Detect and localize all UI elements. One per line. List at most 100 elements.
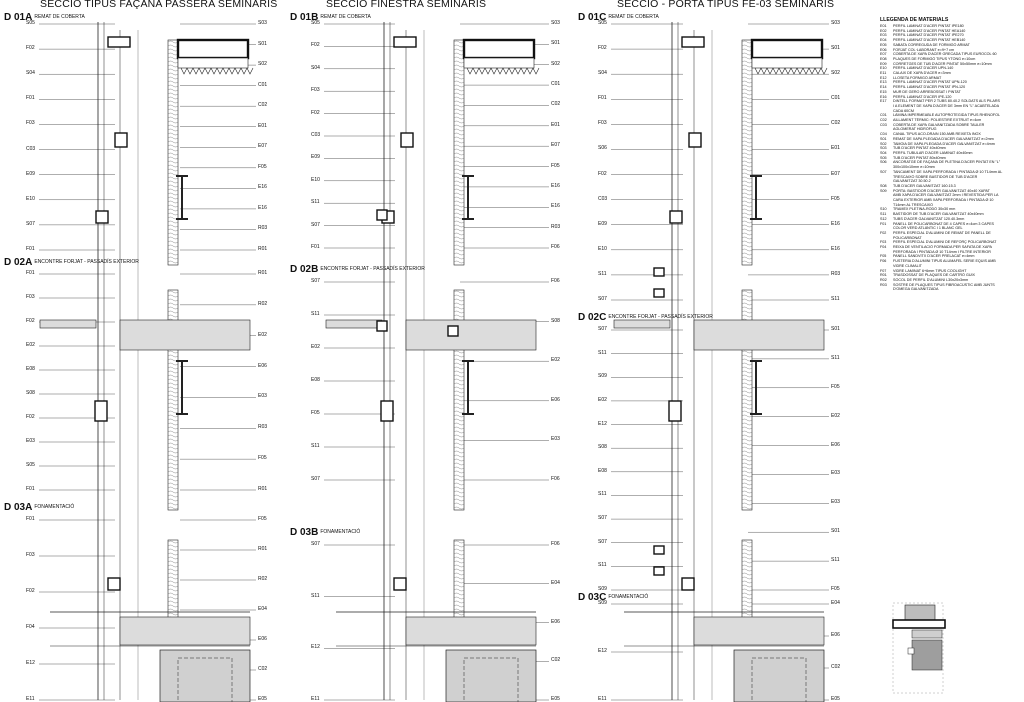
- callout-code: C02: [258, 666, 268, 672]
- callout-code: E06: [831, 441, 840, 448]
- callout-code: E16: [831, 245, 840, 252]
- callout-code: S06: [598, 145, 607, 152]
- callout-code: E09: [26, 170, 35, 177]
- callout-code: C01: [258, 81, 268, 88]
- concrete-slab: [693, 319, 825, 351]
- legend-code: F06: [880, 259, 887, 264]
- callout-code: S01: [831, 528, 840, 535]
- legend-text: PERFIL LAMINAT D'ACER UPN-140: [893, 66, 954, 71]
- callout-code: S07: [311, 221, 320, 228]
- insulation-hatch: [453, 39, 465, 266]
- steel-tube: [669, 210, 683, 224]
- callout-code: E06: [258, 362, 267, 369]
- legend-code: [880, 287, 893, 292]
- legend-code: S02: [880, 141, 887, 146]
- callout-code: S11: [311, 443, 320, 449]
- legend-text: LÀMINA IMPERMEABLE AUTOPROTEGIDA TIPUS R…: [893, 113, 1001, 118]
- legend-item: T14mm AL TRESCAIXÓ: [880, 203, 1020, 208]
- insulation-hatch: [453, 539, 465, 621]
- callout-code: R03: [551, 223, 561, 230]
- detail-id: D 02C: [578, 312, 607, 323]
- callout-code: S11: [598, 562, 607, 569]
- legend-text: PANELL DE POLICARBONAT DE 4 CAPES e=4cm …: [893, 221, 994, 226]
- callout-code: F05: [258, 455, 267, 462]
- legend-code: E13: [880, 80, 887, 85]
- detail-id: D 02B: [290, 264, 319, 275]
- legend-text: GALVANITZAT 30.50.2: [893, 179, 931, 184]
- callout-code: F04: [26, 624, 35, 630]
- legend-code: E05: [880, 42, 887, 47]
- callout-code: E02: [258, 331, 267, 338]
- detail-id: D 02A: [4, 257, 33, 268]
- callout-code: F02: [26, 318, 35, 324]
- callout-code: S05: [311, 20, 320, 26]
- callout-code: F05: [311, 410, 320, 416]
- callout-code: F02: [598, 45, 607, 52]
- callout-code: S11: [311, 592, 320, 599]
- legend-text: REMAT DE XAPA PLEGADA D'ACER GALVANITZAT…: [893, 136, 994, 141]
- legend-text: TUB D'ACER PINTAT 80x40mm: [893, 155, 946, 160]
- steel-tube: [107, 577, 121, 591]
- legend-item: COLOR VERD ATLÀNTIC I 1 BLANC GEL: [880, 226, 1020, 231]
- callout-code: E08: [598, 467, 607, 474]
- callout-code: C02: [258, 102, 268, 109]
- callout-code: R01: [258, 270, 268, 276]
- legend-code: F07: [880, 268, 887, 273]
- callout-code: S11: [311, 311, 320, 317]
- legend-text: ANCORATGE DE FAÇANA DE PLETINA D'ACER PI…: [893, 160, 1001, 165]
- legend-code: E11: [880, 71, 887, 76]
- legend-text: D'OMEGA GALVANITZADA: [893, 287, 939, 292]
- callout-code: E04: [831, 600, 840, 606]
- steel-tube: [653, 267, 665, 277]
- legend-text: TUB D'ACER PINTAT 40x40mm: [893, 146, 946, 151]
- steel-tube: [688, 132, 702, 148]
- legend-text: SÒCOL DE PERFIL D'ALUMINI L30x20x3mm: [893, 277, 969, 282]
- legend-text: PERFIL ESPECIAL D'ALUMINI DE REFORÇ POLI…: [893, 240, 997, 245]
- callout-code: F03: [26, 552, 35, 558]
- detail-id: D 01B: [290, 12, 319, 23]
- legend-code: E16: [880, 94, 887, 99]
- callout-code: C03: [26, 145, 36, 152]
- legend-code: E12: [880, 75, 887, 80]
- roof-build-up: [176, 38, 254, 75]
- concrete-slab: [119, 616, 251, 646]
- concrete-slab: [325, 319, 383, 329]
- callout-code: F01: [26, 270, 35, 276]
- legend-item: TRESCAIXÓ SOBRE BASTIDOR DE TUB D'ACER: [880, 175, 1020, 180]
- column-title-c: SECCIÓ - PORTA TIPUS FE-03 SEMINARIS: [617, 0, 835, 10]
- callout-code: R01: [258, 246, 268, 252]
- legend-item: AGLOMERAT HIDRÒFUG: [880, 127, 1020, 132]
- callout-code: E08: [311, 377, 320, 383]
- detail-name: REMAT DE COBERTA: [320, 14, 371, 21]
- legend-text: REIXA DE VENTILACIÓ FORMADA PER SAFATA D…: [893, 245, 992, 250]
- legend-code: E01: [880, 24, 887, 28]
- callout-code: E11: [598, 696, 607, 702]
- steel-tube: [376, 209, 388, 221]
- steel-tube: [653, 566, 665, 576]
- callout-code: E02: [311, 344, 320, 350]
- legend-text: DINTELL FORMAT PER 2 TUBS 80.40.2 SOLDAT…: [893, 99, 1000, 104]
- callout-code: E07: [831, 170, 840, 177]
- concrete-slab: [39, 319, 97, 329]
- callout-code: E16: [258, 204, 267, 211]
- legend-item: I A ELEMENT DE XAPA D'ACER DE 3mm EN "L"…: [880, 104, 1020, 109]
- callout-code: C03: [311, 132, 321, 138]
- steel-tube: [447, 325, 459, 337]
- callout-code: E12: [26, 660, 35, 666]
- legend-text: BASTIDOR DE TUB D'ACER GALVANITZAT 40x40…: [893, 212, 984, 217]
- callout-code: S07: [26, 220, 35, 227]
